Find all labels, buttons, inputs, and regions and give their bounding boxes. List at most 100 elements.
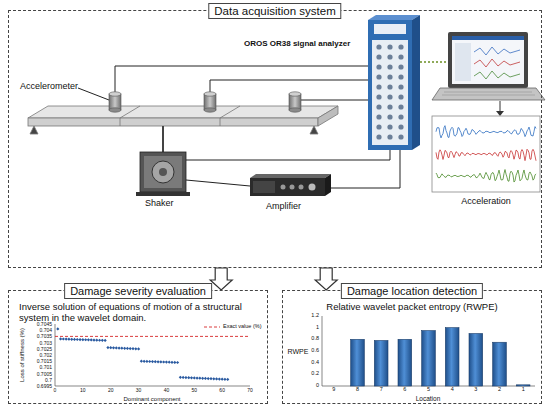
- data-point: [117, 346, 120, 349]
- connector-port: [387, 64, 392, 69]
- connector-port: [387, 134, 392, 139]
- rwpe-bar: [445, 328, 459, 386]
- data-point: [168, 361, 171, 364]
- acceleration-signal: [436, 126, 536, 138]
- data-point: [151, 360, 154, 363]
- tick-label: 0.7005: [37, 371, 52, 376]
- rwpe-bar: [516, 385, 530, 386]
- data-point: [179, 376, 182, 379]
- tick-label: 1: [522, 387, 525, 393]
- block-arrow: [315, 268, 337, 290]
- connector-port: [376, 104, 381, 109]
- data-point: [226, 378, 229, 381]
- data-point: [218, 377, 221, 380]
- tick-label: 0.702: [39, 353, 52, 358]
- stiffness-chart-part: [55, 336, 250, 337]
- data-point: [76, 338, 79, 341]
- amplifier-symbol-part: [250, 178, 325, 196]
- amplifier-symbol-part: [309, 184, 316, 191]
- acceleration-plot-part: [432, 116, 540, 192]
- signal-analyzer-part: [368, 20, 412, 150]
- rwpe-bar: [398, 339, 412, 386]
- connector-port: [376, 44, 381, 49]
- connector-port: [398, 104, 403, 109]
- data-point: [198, 377, 201, 380]
- signal-analyzer-part: [372, 40, 408, 145]
- data-point: [162, 360, 165, 363]
- data-point: [129, 347, 132, 350]
- laptop-part: [442, 95, 535, 96]
- tick-label: 9: [332, 387, 335, 393]
- accelerometer-symbol-part: [109, 108, 121, 112]
- shaker-symbol-part: [152, 161, 174, 183]
- axis-title: RWPE: [288, 348, 309, 355]
- connector-port: [387, 74, 392, 79]
- data-point: [134, 347, 137, 350]
- laptop-part: [452, 36, 524, 40]
- laptop-part: [452, 36, 524, 84]
- section-description: Relative wavelet packet entropy (RWPE): [293, 301, 531, 312]
- data-point: [115, 346, 118, 349]
- connector-port: [387, 54, 392, 59]
- connector-port: [398, 94, 403, 99]
- accelerometer-symbol-part: [109, 92, 121, 96]
- tick-label: 7: [380, 387, 383, 393]
- signal-analyzer-part: [368, 15, 420, 20]
- tick-label: 2: [498, 387, 501, 393]
- data-point: [209, 377, 212, 380]
- data-point: [137, 347, 140, 350]
- tick-label: 10: [80, 388, 86, 393]
- test-beam-part: [220, 118, 221, 126]
- data-point: [81, 338, 84, 341]
- accelerometer-symbol: [109, 92, 301, 112]
- tick-label: 3: [474, 387, 477, 393]
- data-point: [73, 338, 76, 341]
- shaker-symbol-part: [162, 126, 164, 152]
- data-point: [84, 338, 87, 341]
- stiffness-chart: [55, 324, 250, 386]
- data-point: [126, 347, 129, 350]
- signal-wires-part: [186, 150, 390, 160]
- data-point: [145, 360, 148, 363]
- shaker-symbol-part: [144, 156, 182, 188]
- signal-analyzer-part: [412, 15, 420, 150]
- laptop-part: [420, 61, 448, 63]
- tick-label: 0: [316, 383, 319, 389]
- signal-wires-part: [115, 66, 368, 94]
- rwpe-bar-chart: [322, 316, 535, 386]
- test-beam-part: [30, 126, 38, 134]
- component-label: Accelerometer: [20, 82, 78, 91]
- data-point: [62, 337, 65, 340]
- component-label: Acceleration: [461, 197, 511, 206]
- amplifier-symbol-part: [299, 185, 304, 190]
- data-point: [106, 346, 109, 349]
- connector-port: [398, 74, 403, 79]
- data-point: [70, 338, 73, 341]
- laptop-part: [496, 111, 504, 116]
- connector-port: [376, 84, 381, 89]
- component-label: Amplifier: [266, 202, 301, 211]
- data-point: [190, 376, 193, 379]
- tick-label: 0.8: [311, 337, 319, 343]
- data-point: [59, 337, 62, 340]
- data-point: [143, 360, 146, 363]
- accelerometer-symbol-part: [204, 92, 216, 96]
- data-point: [193, 376, 196, 379]
- data-point: [159, 360, 162, 363]
- data-point: [92, 338, 95, 341]
- data-point: [120, 347, 123, 350]
- tick-label: 0.7: [45, 377, 52, 382]
- data-point: [184, 376, 187, 379]
- tick-label: 0.7035: [37, 334, 52, 339]
- data-point: [56, 327, 59, 330]
- tick-label: 4: [451, 387, 454, 393]
- shaker-symbol-part: [136, 192, 190, 196]
- rwpe-bar-chart-part: [351, 328, 530, 386]
- tick-label: 20: [108, 388, 114, 393]
- tick-label: 8: [356, 387, 359, 393]
- tick-label: 0.7025: [37, 346, 52, 351]
- data-point: [78, 338, 81, 341]
- tick-label: 0.2: [311, 372, 319, 378]
- rwpe-bar: [374, 341, 388, 387]
- tick-label: 0.6995: [37, 384, 52, 389]
